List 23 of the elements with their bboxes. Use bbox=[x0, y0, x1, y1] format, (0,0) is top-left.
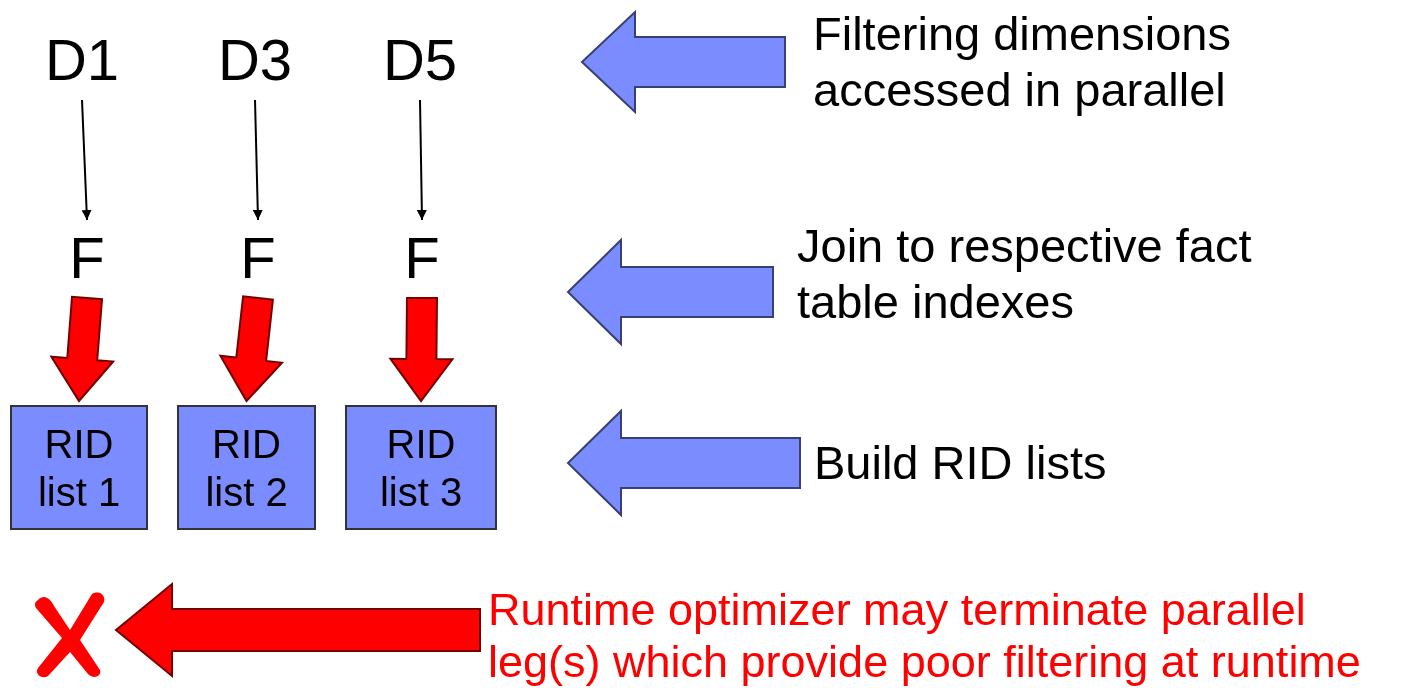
fact-label: F bbox=[55, 224, 119, 292]
arrow bbox=[252, 99, 263, 221]
dimension-label: D1 bbox=[32, 26, 132, 94]
annotation-text: Build RID lists bbox=[800, 435, 1160, 491]
rid-list-box: RID list 3 bbox=[345, 405, 497, 530]
fact-label: F bbox=[226, 224, 290, 292]
block-arrow bbox=[218, 295, 285, 403]
block-arrow bbox=[566, 237, 774, 347]
dimension-label: D3 bbox=[205, 26, 305, 94]
dimension-label: D5 bbox=[370, 26, 470, 94]
block-arrow bbox=[580, 9, 786, 115]
rid-list-box: RID list 2 bbox=[177, 405, 316, 530]
block-arrow bbox=[114, 581, 481, 679]
block-arrow bbox=[49, 295, 116, 403]
arrow bbox=[81, 99, 92, 221]
annotation-text: Filtering dimensions accessed in parallel bbox=[785, 6, 1305, 118]
arrow bbox=[416, 99, 427, 221]
fact-label: F bbox=[390, 224, 454, 292]
rid-list-box: RID list 1 bbox=[10, 405, 148, 530]
annotation-text: Join to respective fact table indexes bbox=[773, 218, 1293, 330]
block-arrow bbox=[388, 296, 455, 403]
warning-text: Runtime optimizer may terminate parallel leg(s) which provide poor filtering at runtime bbox=[480, 584, 1400, 688]
block-arrow bbox=[566, 408, 801, 518]
